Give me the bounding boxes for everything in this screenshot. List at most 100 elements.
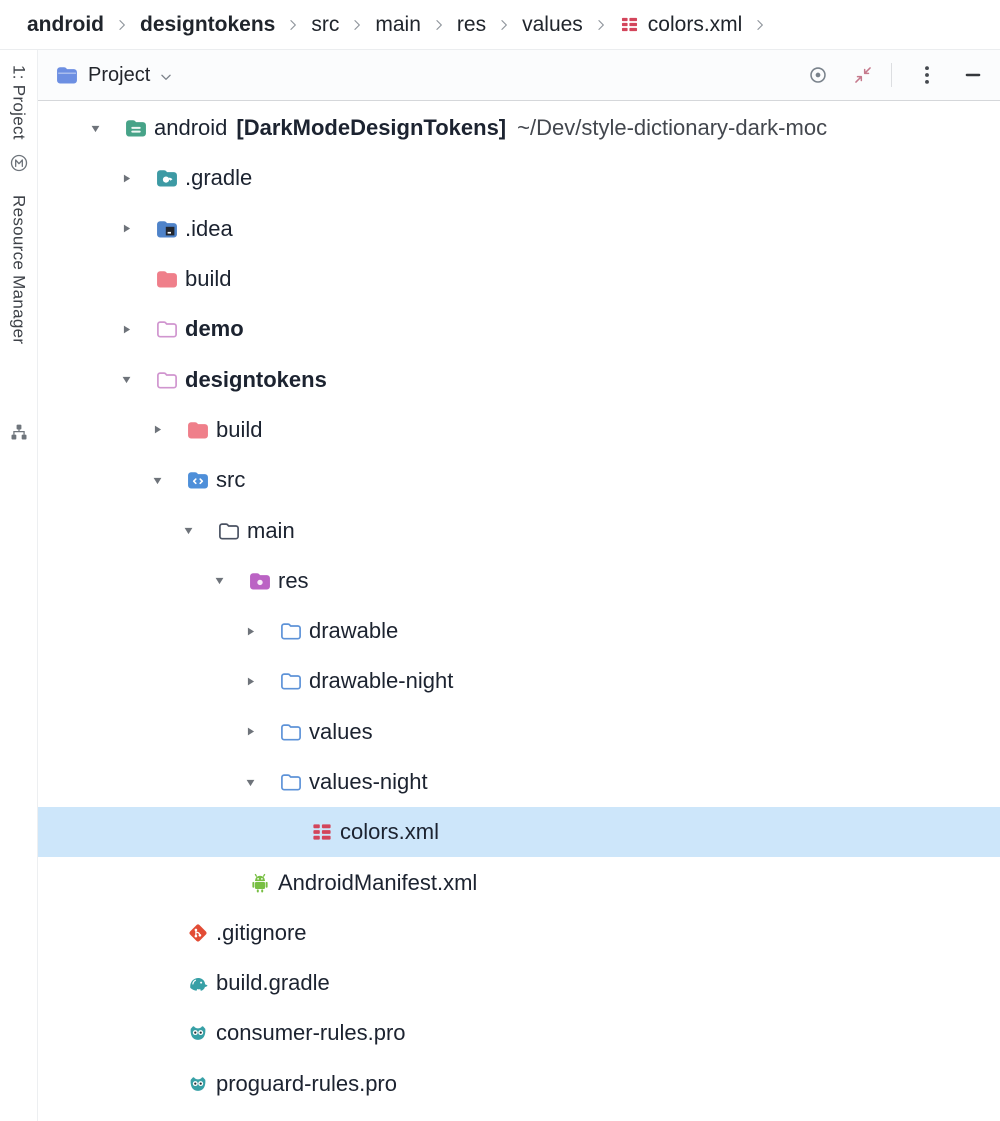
breadcrumb-item-main[interactable]: main (375, 13, 421, 37)
breadcrumb-label: src (311, 12, 340, 36)
gradle-folder-icon (155, 166, 179, 190)
breadcrumb-item-colors.xml[interactable]: colors.xml (619, 12, 743, 37)
module-name-suffix: [DarkModeDesignTokens] (236, 115, 507, 141)
chevron-right-icon (753, 18, 767, 32)
chevron-right-icon (594, 18, 608, 32)
tree-item-label: drawable (309, 618, 399, 644)
hide-panel-icon[interactable] (962, 64, 984, 86)
chevron-right-icon (115, 18, 129, 32)
blue-outline-folder-icon (279, 770, 303, 794)
tree-item-build[interactable]: build (38, 254, 1000, 304)
build-folder-icon (186, 418, 210, 442)
tree-item-drawable[interactable]: drawable (38, 606, 1000, 656)
proguard-file-icon (186, 1072, 210, 1096)
breadcrumb-label: android (27, 12, 104, 36)
collapse-node-icon[interactable] (207, 574, 231, 587)
expand-node-icon[interactable] (238, 675, 262, 688)
circled-m-icon[interactable] (9, 153, 29, 173)
collapse-node-icon[interactable] (238, 776, 262, 789)
tree-item-android[interactable]: android [DarkModeDesignTokens] ~/Dev/style… (38, 103, 1000, 153)
expand-node-icon[interactable] (238, 725, 262, 738)
tool-button-resource-manager[interactable]: Resource Manager (9, 194, 29, 345)
chevron-down-icon (159, 70, 173, 84)
collapse-node-icon[interactable] (145, 474, 169, 487)
breadcrumb-item-android[interactable]: android (27, 13, 104, 37)
expand-node-icon[interactable] (114, 323, 138, 336)
tree-item-label: build.gradle (216, 970, 330, 996)
tree-item-label: consumer-rules.pro (216, 1020, 406, 1046)
blue-outline-folder-icon (279, 619, 303, 643)
expand-node-icon[interactable] (114, 222, 138, 235)
tree-item-label: build (185, 266, 232, 292)
tree-item-demo[interactable]: demo (38, 304, 1000, 354)
collapse-panel-icon[interactable] (853, 65, 873, 85)
expand-node-icon[interactable] (145, 423, 169, 436)
collapse-node-icon[interactable] (114, 373, 138, 386)
idea-folder-icon (155, 217, 179, 241)
tree-item-label: .idea (185, 215, 233, 241)
main-folder-icon (217, 519, 241, 543)
tree-item-.gitignore[interactable]: .gitignore (38, 908, 1000, 958)
expand-node-icon[interactable] (238, 625, 262, 638)
project-tree: android [DarkModeDesignTokens] ~/Dev/style… (38, 101, 1000, 1121)
collapse-node-icon[interactable] (83, 122, 107, 135)
breadcrumb-label: values (522, 12, 583, 36)
tree-item-label: colors.xml (340, 819, 440, 845)
xml-values-file-icon (619, 14, 640, 35)
tree-item-label: designtokens (185, 366, 327, 392)
module-folder-icon (124, 116, 148, 140)
tree-item-label: values-night (309, 769, 428, 794)
tree-item-build.gradle[interactable]: build.gradle (38, 958, 1000, 1008)
divider (891, 63, 892, 87)
structure-icon[interactable] (9, 422, 29, 442)
tree-item-src[interactable]: src (38, 455, 1000, 505)
more-options-icon[interactable] (916, 64, 938, 86)
tree-item-values[interactable]: values (38, 707, 1000, 757)
locate-file-icon[interactable] (807, 64, 829, 86)
res-folder-icon (248, 569, 272, 593)
chevron-right-icon (497, 18, 511, 32)
tree-item-label: res (278, 567, 309, 593)
collapse-node-icon[interactable] (176, 524, 200, 537)
breadcrumb-item-res[interactable]: res (457, 13, 486, 37)
tool-button-project[interactable]: 1: Project (9, 65, 29, 140)
chevron-right-icon (432, 18, 446, 32)
android-manifest-icon (248, 871, 272, 895)
project-panel-header: Project (38, 50, 1000, 101)
tree-item-label: AndroidManifest.xml (278, 869, 478, 895)
tree-item-res[interactable]: res (38, 556, 1000, 606)
outline-folder-icon (155, 368, 179, 392)
blue-outline-folder-icon (279, 720, 303, 744)
tree-item-values-night[interactable]: values-night (38, 757, 1000, 807)
tree-item-label: drawable-night (309, 668, 454, 694)
tree-item-.gradle[interactable]: .gradle (38, 153, 1000, 203)
project-path-suffix: ~/Dev/style-dictionary-dark-moc (517, 115, 828, 141)
tree-item-designtokens[interactable]: designtokens (38, 354, 1000, 404)
tree-item-AndroidManifest.xml[interactable]: AndroidManifest.xml (38, 857, 1000, 907)
proguard-file-icon (186, 1021, 210, 1045)
project-view-selector[interactable]: Project (55, 63, 173, 87)
tree-item-drawable-night[interactable]: drawable-night (38, 656, 1000, 706)
tree-item-build[interactable]: build (38, 405, 1000, 455)
expand-node-icon[interactable] (114, 172, 138, 185)
tree-item-proguard-rules.pro[interactable]: proguard-rules.pro (38, 1059, 1000, 1109)
tree-item-label: android (154, 115, 228, 141)
breadcrumb-item-values[interactable]: values (522, 13, 583, 37)
breadcrumb-item-designtokens[interactable]: designtokens (140, 13, 275, 37)
breadcrumb-label: res (456, 12, 487, 36)
tree-item-label: src (216, 467, 246, 493)
xml-values-file-icon (310, 820, 334, 844)
panel-title: Project (88, 63, 151, 86)
tree-item-colors.xml[interactable]: colors.xml (38, 807, 1000, 858)
tree-item-.idea[interactable]: .idea (38, 204, 1000, 254)
git-file-icon (186, 921, 210, 945)
tree-item-main[interactable]: main (38, 505, 1000, 555)
breadcrumb: android designtokens src main res values color… (0, 0, 1000, 50)
project-panel: Project android [DarkModeDesignTokens] ~/D… (37, 50, 1000, 1121)
tree-item-consumer-rules.pro[interactable]: consumer-rules.pro (38, 1008, 1000, 1058)
chevron-right-icon (350, 18, 364, 32)
breadcrumb-item-src[interactable]: src (311, 13, 339, 37)
breadcrumb-label: colors.xml (647, 12, 743, 36)
src-folder-icon (186, 468, 210, 492)
